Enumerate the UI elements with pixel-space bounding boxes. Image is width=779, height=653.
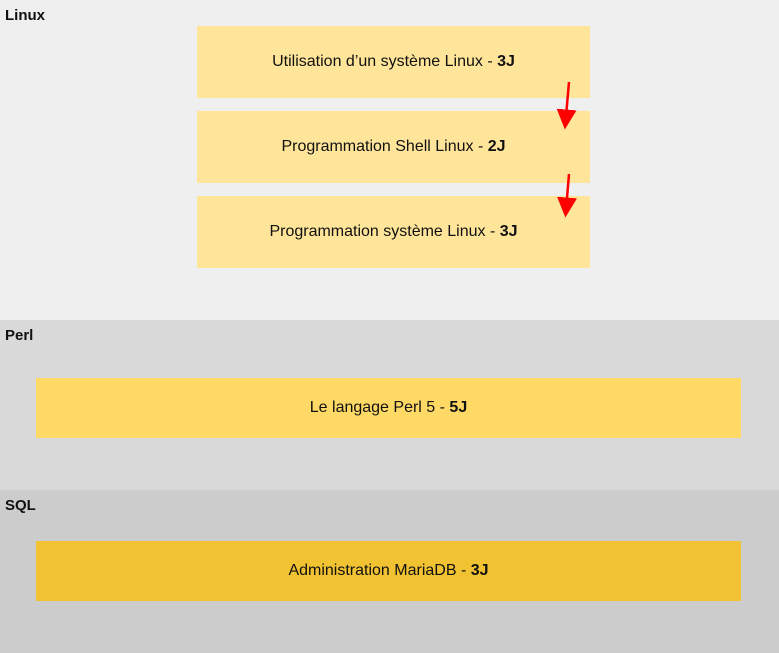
- section-title-sql: SQL: [5, 497, 36, 514]
- course-separator: -: [456, 562, 471, 579]
- course-duration: 5J: [449, 399, 468, 416]
- course-separator: -: [485, 223, 500, 240]
- section-linux: Linux Utilisation d’un système Linux - 3…: [0, 0, 779, 320]
- course-name: Programmation système Linux: [269, 223, 486, 240]
- section-title-perl: Perl: [5, 327, 34, 344]
- course-separator: -: [482, 53, 498, 70]
- course-box-programmation-systeme[interactable]: Programmation système Linux - 3J: [197, 196, 590, 268]
- course-name: Programmation Shell Linux: [281, 138, 474, 155]
- course-name: Le langage Perl 5: [309, 399, 436, 416]
- section-sql: SQL Administration MariaDB - 3J: [0, 490, 779, 653]
- course-name: Utilisation d’un système Linux: [272, 53, 483, 70]
- course-duration: 2J: [487, 138, 506, 155]
- course-duration: 3J: [470, 562, 489, 579]
- course-name: Administration MariaDB: [288, 562, 457, 579]
- course-box-mariadb[interactable]: Administration MariaDB - 3J: [36, 541, 741, 601]
- section-title-linux: Linux: [5, 7, 45, 24]
- course-duration: 3J: [497, 53, 515, 70]
- course-box-perl-5[interactable]: Le langage Perl 5 - 5J: [36, 378, 741, 438]
- course-box-programmation-shell[interactable]: Programmation Shell Linux - 2J: [197, 111, 590, 183]
- section-perl: Perl Le langage Perl 5 - 5J: [0, 320, 779, 490]
- course-box-utilisation-linux[interactable]: Utilisation d’un système Linux - 3J: [197, 26, 590, 98]
- course-duration: 3J: [499, 223, 518, 240]
- course-separator: -: [473, 138, 488, 155]
- course-separator: -: [435, 399, 450, 416]
